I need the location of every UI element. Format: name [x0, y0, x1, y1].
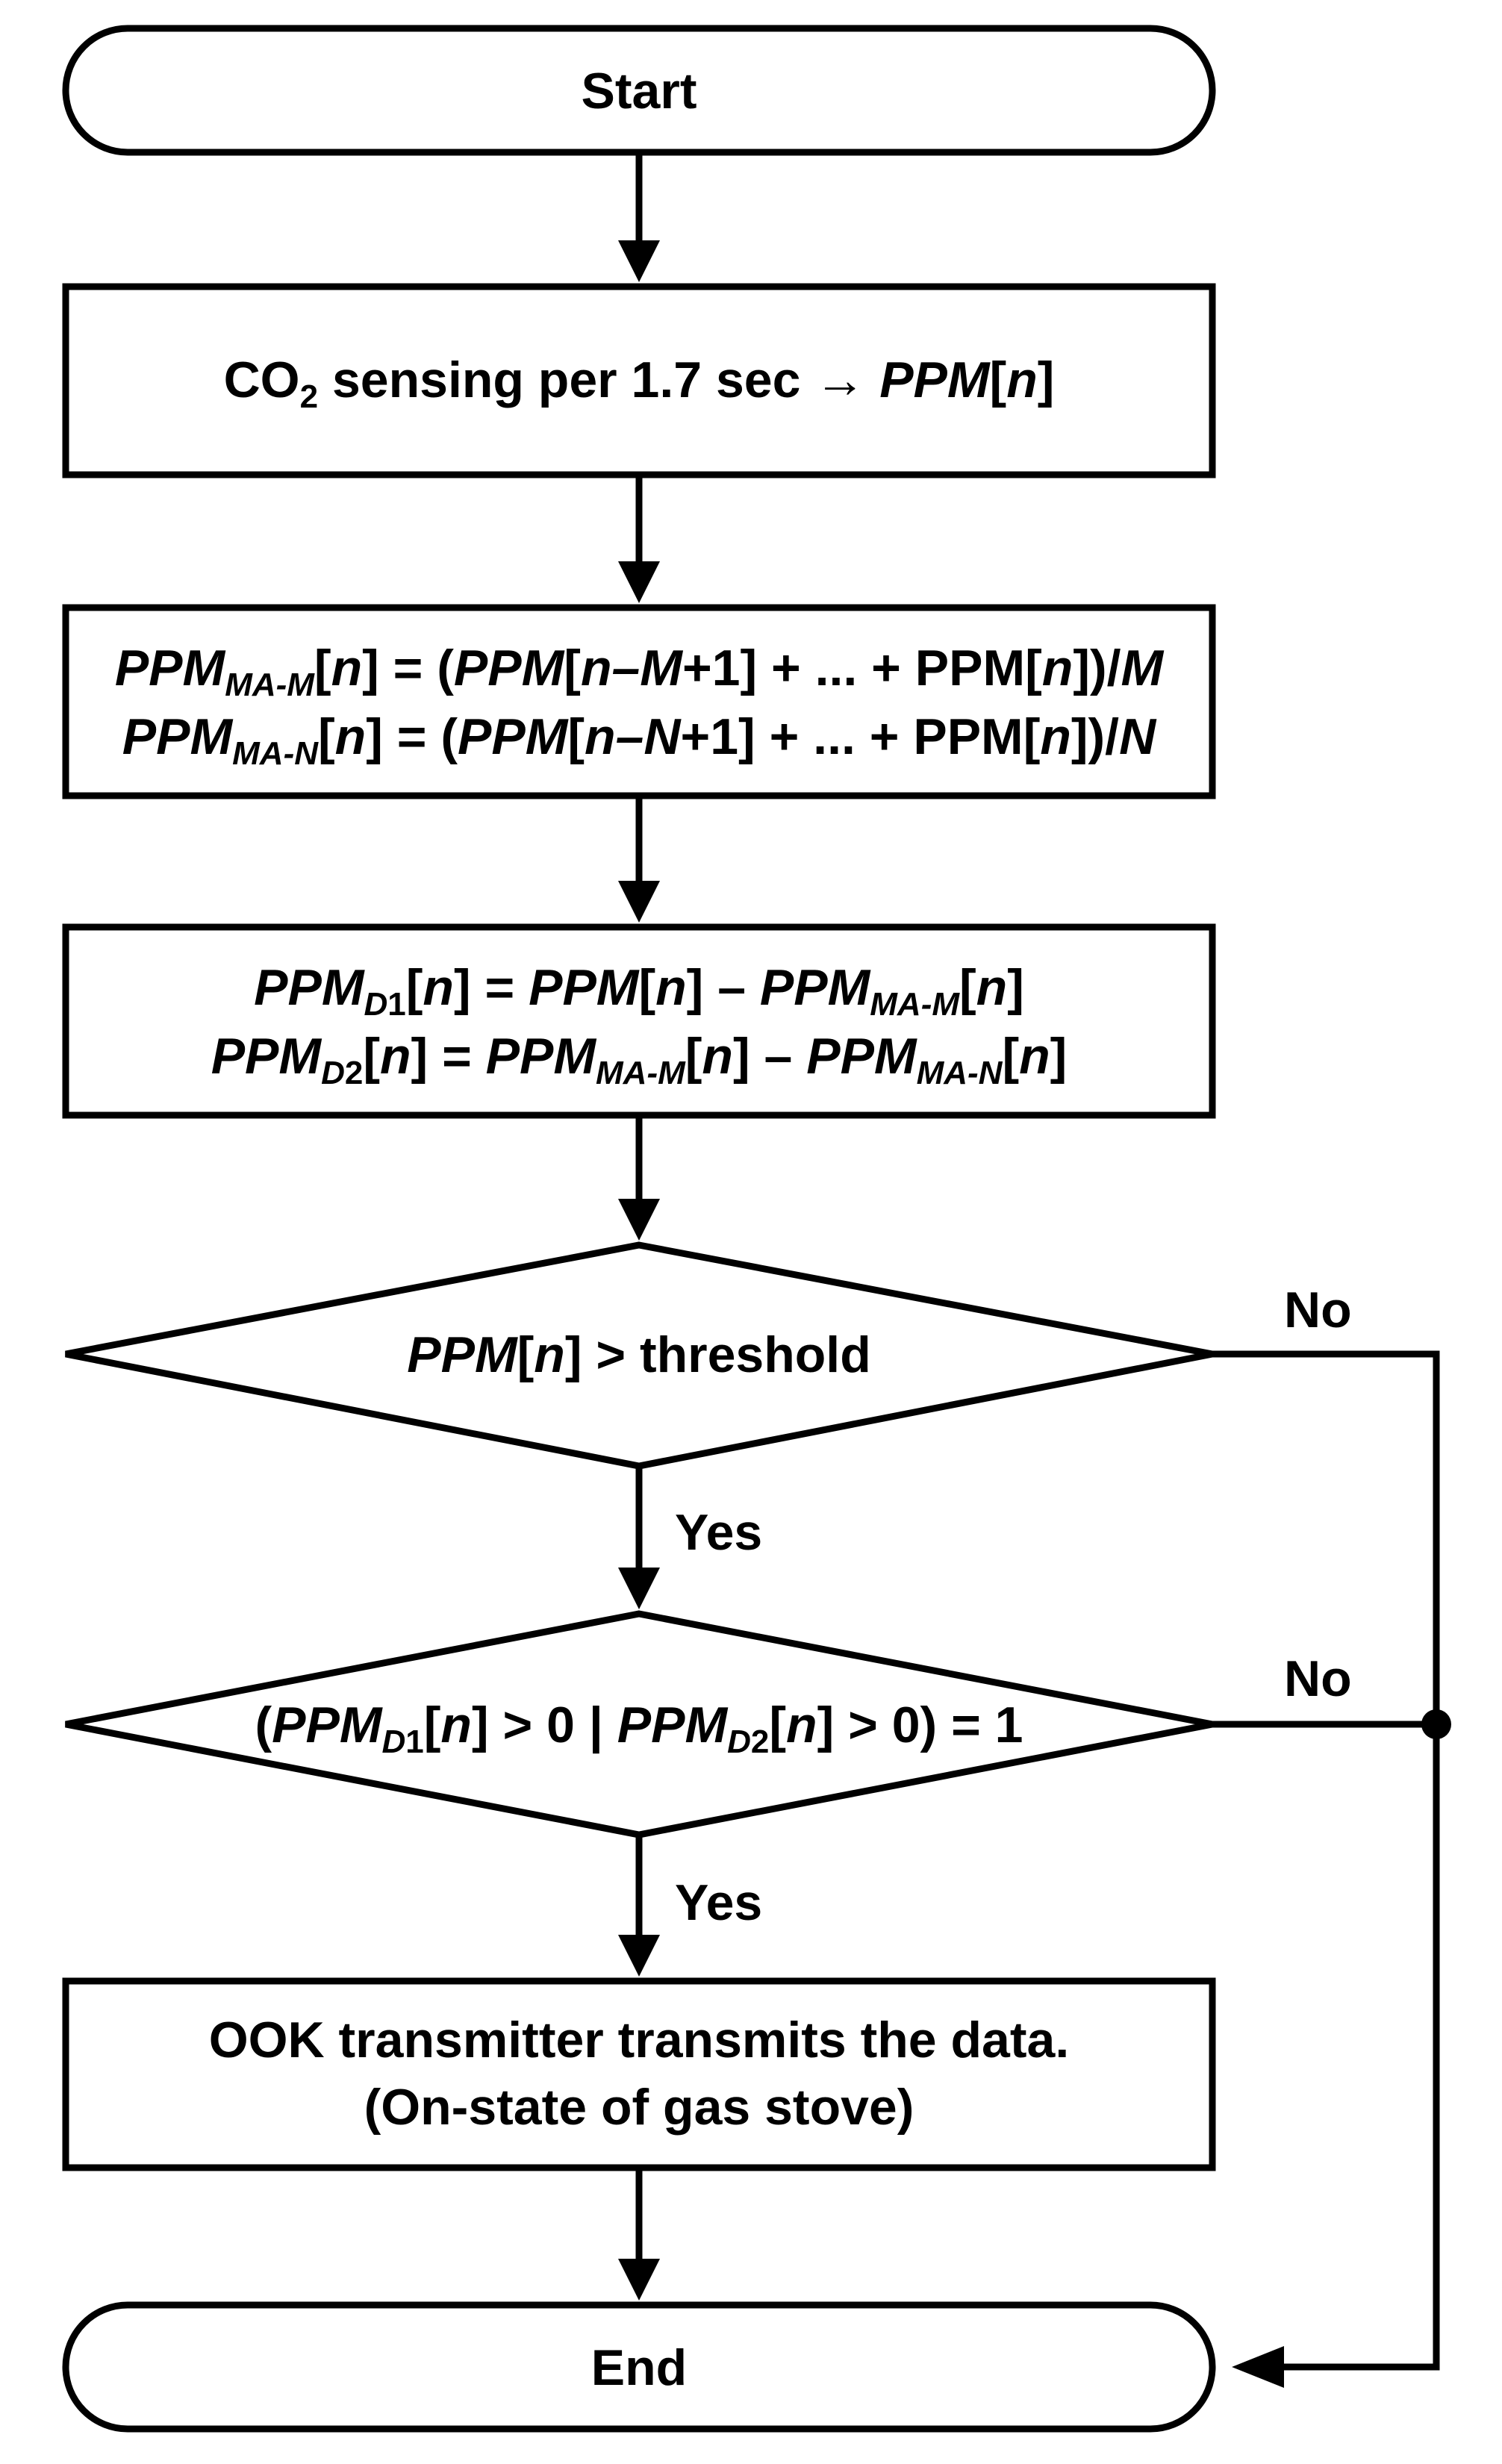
- yes-label-2: Yes: [675, 1874, 762, 1931]
- sensing-text: CO2 sensing per 1.7 sec → PPM[n]: [224, 352, 1055, 415]
- end-label: End: [591, 2339, 687, 2396]
- yes-label-1: Yes: [675, 1504, 762, 1561]
- ma-n-formula: PPMMA-N[n] = (PPM[n–N+1] + ... + PPM[n])…: [122, 708, 1157, 772]
- no-label-2: No: [1284, 1650, 1352, 1707]
- arrow-decision1-yes: [618, 1466, 660, 1609]
- arrow-ma-to-difference: [618, 796, 660, 923]
- start-label: Start: [582, 63, 697, 119]
- ma-m-formula: PPMMA-M[n] = (PPM[n–M+1] + ... + PPM[n])…: [115, 640, 1165, 703]
- difference-decision: (PPMD1[n] > 0 | PPMD2[n] > 0) = 1: [65, 1610, 1213, 1838]
- arrow-sensing-to-ma: [618, 475, 660, 603]
- transmit-process-box: OOK transmitter transmits the data. (On-…: [62, 1977, 1216, 2171]
- threshold-condition: PPM[n] > threshold: [407, 1326, 871, 1383]
- arrow-decision2-yes: [618, 1835, 660, 1977]
- no-label-1: No: [1284, 1282, 1352, 1338]
- d1-formula: PPMD1[n] = PPM[n] – PPMMA-M[n]: [254, 959, 1024, 1023]
- d2-formula: PPMD2[n] = PPMMA-M[n] – PPMMA-N[n]: [211, 1028, 1068, 1091]
- arrow-start-to-sensing: [618, 152, 660, 282]
- sensing-process-box: CO2 sensing per 1.7 sec → PPM[n]: [62, 283, 1216, 478]
- transmit-line-2: (On-state of gas stove): [364, 2079, 914, 2136]
- transmit-line-1: OOK transmitter transmits the data.: [209, 2012, 1069, 2068]
- difference-condition: (PPMD1[n] > 0 | PPMD2[n] > 0) = 1: [255, 1697, 1023, 1760]
- start-terminator: Start: [62, 25, 1216, 156]
- moving-average-box: PPMMA-M[n] = (PPM[n–M+1] + ... + PPM[n])…: [62, 604, 1216, 799]
- threshold-decision: PPM[n] > threshold: [65, 1241, 1213, 1470]
- arrow-transmit-to-end: [618, 2168, 660, 2301]
- end-terminator: End: [62, 2301, 1216, 2433]
- difference-box: PPMD1[n] = PPM[n] – PPMMA-M[n] PPMD2[n] …: [62, 923, 1216, 1119]
- no-branch-path: [1212, 1350, 1451, 2388]
- arrow-difference-to-decision1: [618, 1115, 660, 1241]
- junction-dot: [1421, 1709, 1451, 1739]
